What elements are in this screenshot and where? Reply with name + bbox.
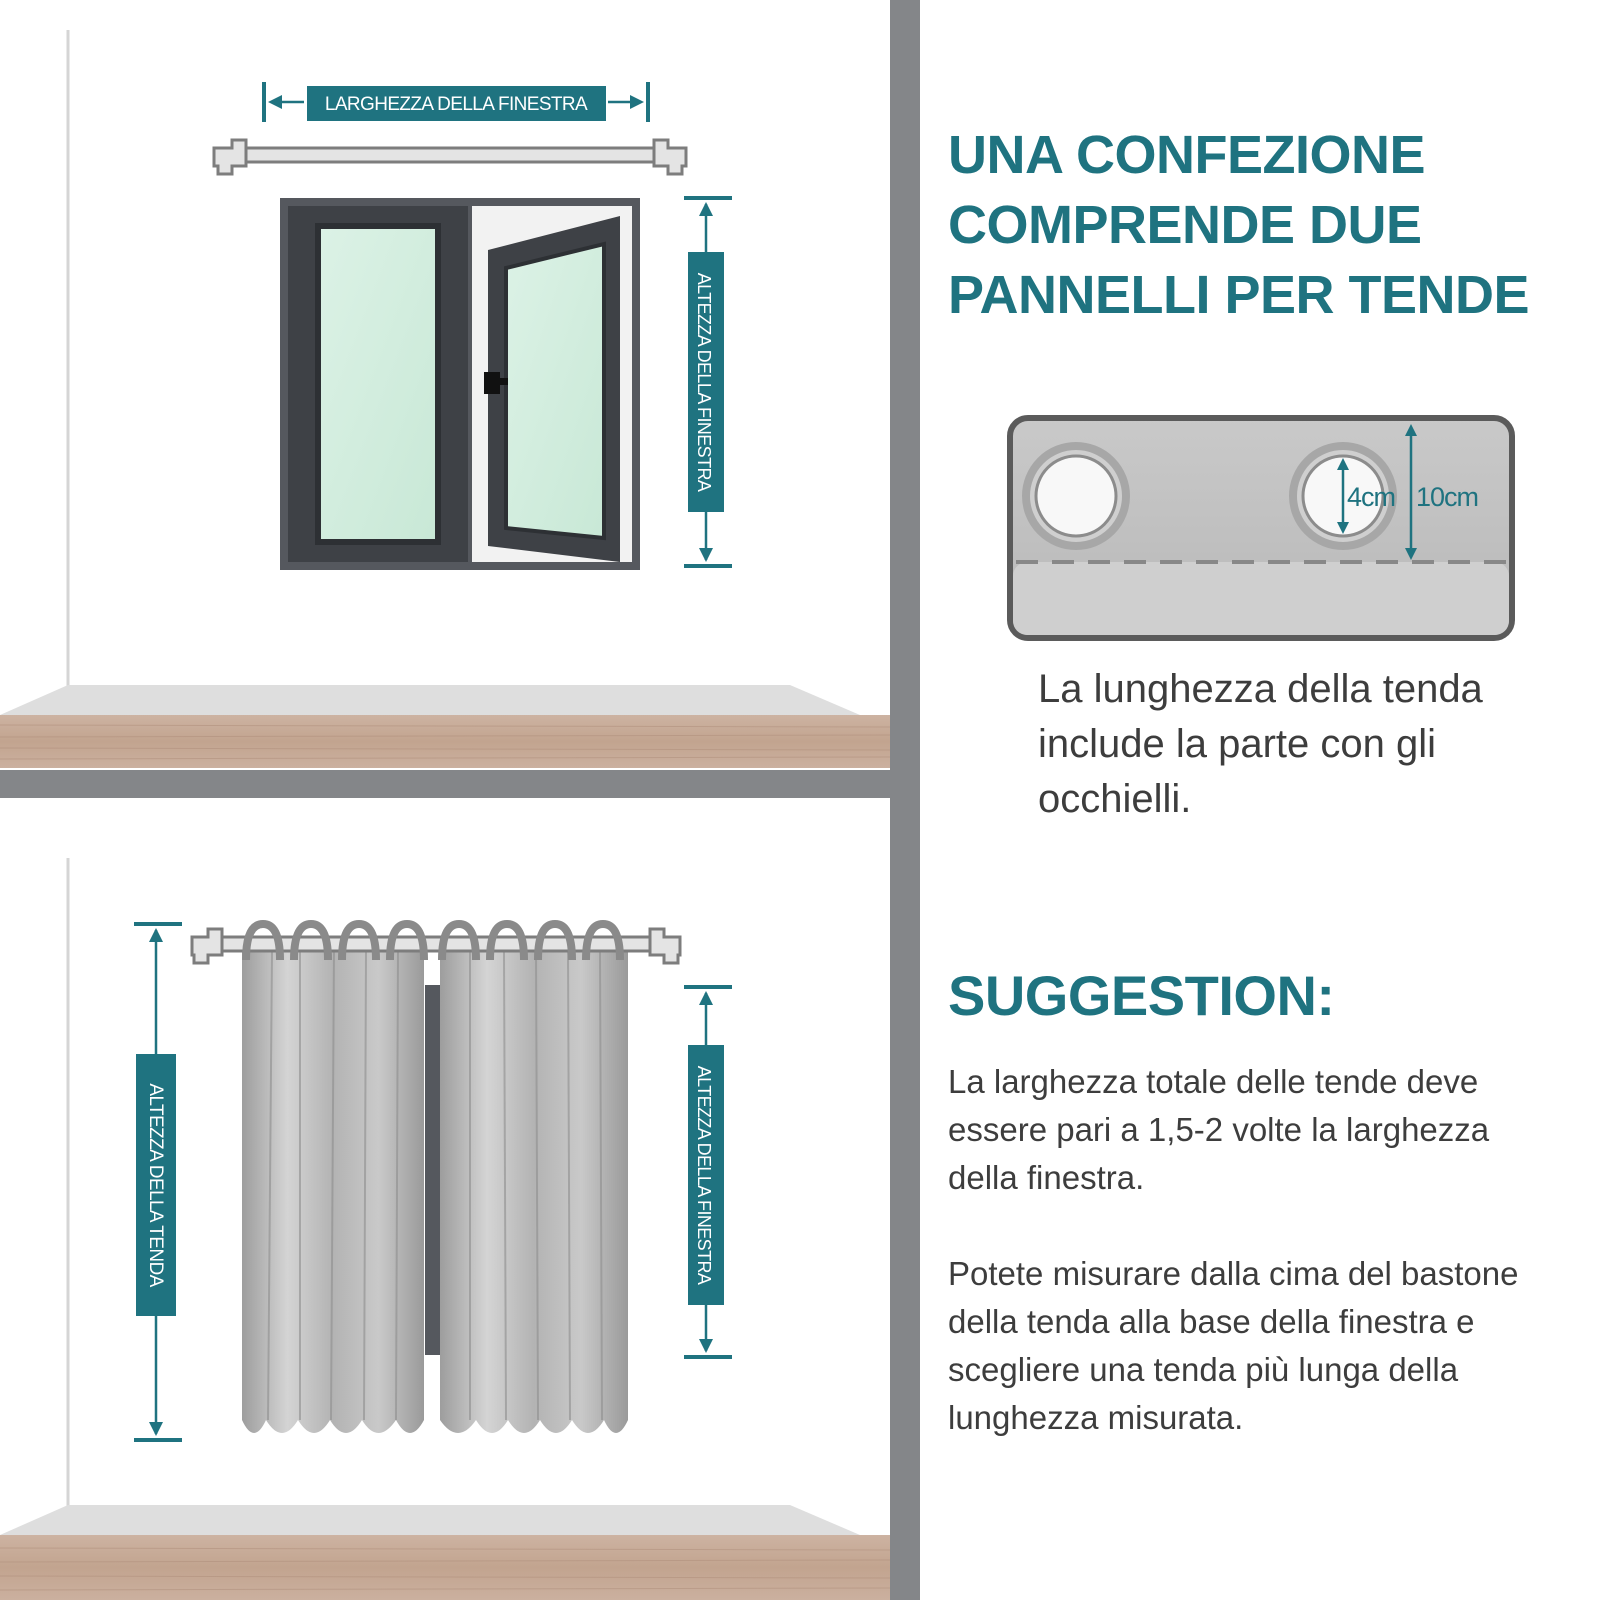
curtain-rod-top xyxy=(212,138,688,176)
suggestion-paragraph-1: La larghezza totale delle tende deve ess… xyxy=(948,1063,1490,1196)
suggestion-title: SUGGESTION: xyxy=(948,964,1335,1027)
window-height-dimension-bottom: ALTEZZA DELLA FINESTRA xyxy=(684,985,732,1359)
curtain-panels xyxy=(242,940,628,1433)
room-top xyxy=(0,30,891,768)
grommet-loops xyxy=(242,919,624,961)
eyelet-caption: La lunghezza della tenda include la part… xyxy=(1038,667,1483,821)
curtain-height-dimension: ALTEZZA DELLA TENDA xyxy=(134,922,182,1442)
room-bottom xyxy=(0,858,891,1600)
vertical-divider xyxy=(890,0,920,1600)
window-height-dimension-top: ALTEZZA DELLA FINESTRA xyxy=(684,196,732,568)
eyelet-inner-label: 4cm xyxy=(1347,482,1395,512)
window-width-label: LARGHEZZA DELLA FINESTRA xyxy=(325,94,588,115)
suggestion-paragraph-2: Potete misurare dalla cima del bastone d… xyxy=(948,1255,1519,1436)
window-height-label-bottom: ALTEZZA DELLA FINESTRA xyxy=(694,1066,714,1285)
headline: UNA CONFEZIONE COMPRENDE DUE PANNELLI PE… xyxy=(948,125,1530,325)
eyelet-outer-label: 10cm xyxy=(1416,482,1478,512)
width-dimension: LARGHEZZA DELLA FINESTRA xyxy=(262,82,650,122)
curtain-rod-bottom xyxy=(190,927,682,965)
curtain-height-label: ALTEZZA DELLA TENDA xyxy=(145,1083,166,1287)
eyelet-diagram: 4cm 10cm xyxy=(1007,415,1515,641)
window-height-label-top: ALTEZZA DELLA FINESTRA xyxy=(694,273,714,492)
horizontal-divider xyxy=(0,770,890,798)
window-illustration xyxy=(280,198,640,570)
